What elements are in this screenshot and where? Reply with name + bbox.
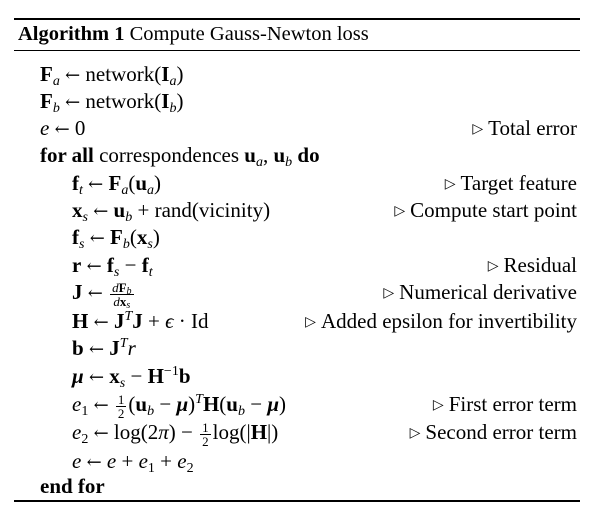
comment: ▷Added epsilon for invertibility (305, 309, 577, 333)
comment-triangle-icon: ▷ (432, 398, 444, 413)
comment: ▷First error term (432, 392, 577, 416)
algorithm-line-11: b ← JTr (0, 335, 594, 362)
caption-rule (14, 50, 580, 51)
comment: ▷Numerical derivative (383, 280, 577, 304)
algorithm-line-2: Fb ← network(Ib) (0, 88, 594, 116)
statement: b ← JTr (72, 336, 136, 360)
algorithm-line-4: for all correspondences ua, ub do (0, 142, 594, 170)
algorithm-line-7: fs ← Fb(xs) (0, 224, 594, 252)
statement: Fb ← network(Ib) (40, 89, 184, 116)
algorithm-caption: Algorithm 1 Compute Gauss-Newton loss (18, 23, 369, 46)
algorithm-number: Algorithm 1 (18, 23, 125, 45)
comment-triangle-icon: ▷ (472, 122, 484, 137)
bottom-rule (14, 500, 580, 502)
comment-triangle-icon: ▷ (305, 315, 316, 330)
comment: ▷Residual (487, 253, 577, 277)
algorithm-line-12: μ ← xs − H−1b (0, 363, 594, 391)
algorithm-line-5: ft ← Fa(ua) ▷Target feature (0, 170, 594, 198)
algorithm-line-10: H ← JTJ + ϵ · Id ▷Added epsilon for inve… (0, 308, 594, 335)
comment-triangle-icon: ▷ (383, 286, 395, 301)
comment-triangle-icon: ▷ (409, 426, 421, 441)
comment: ▷Second error term (409, 420, 577, 444)
algorithm-line-15: e ← e + e1 + e2 (0, 448, 594, 476)
comment-triangle-icon: ▷ (487, 259, 499, 274)
comment-triangle-icon: ▷ (394, 204, 406, 219)
statement: r ← fs − ft (72, 253, 153, 280)
algorithm-line-1: Fa ← network(Ia) (0, 61, 594, 89)
statement: xs ← ub + rand(vicinity) (72, 198, 271, 225)
comment: ▷Total error (472, 116, 577, 140)
comment: ▷Compute start point (394, 198, 577, 222)
comment-triangle-icon: ▷ (444, 177, 456, 192)
algorithm-line-6: xs ← ub + rand(vicinity) ▷Compute start … (0, 197, 594, 225)
statement: e ← e + e1 + e2 (72, 449, 194, 476)
algorithm-line-3: e ← 0 ▷Total error (0, 115, 594, 142)
algorithm-line-16: end for (0, 473, 594, 500)
statement: H ← JTJ + ϵ · Id (72, 309, 209, 333)
statement: fs ← Fb(xs) (72, 225, 160, 252)
top-rule (14, 18, 580, 20)
algorithm-title: Compute Gauss-Newton loss (129, 23, 369, 45)
statement: μ ← xs − H−1b (72, 364, 191, 391)
comment: ▷Target feature (444, 171, 577, 195)
statement: e ← 0 (40, 116, 86, 140)
statement: end for (40, 474, 105, 498)
statement: Fa ← network(Ia) (40, 62, 184, 89)
statement: for all correspondences ua, ub do (40, 143, 320, 170)
algorithm-line-8: r ← fs − ft ▷Residual (0, 252, 594, 280)
statement: ft ← Fa(ua) (72, 171, 161, 198)
